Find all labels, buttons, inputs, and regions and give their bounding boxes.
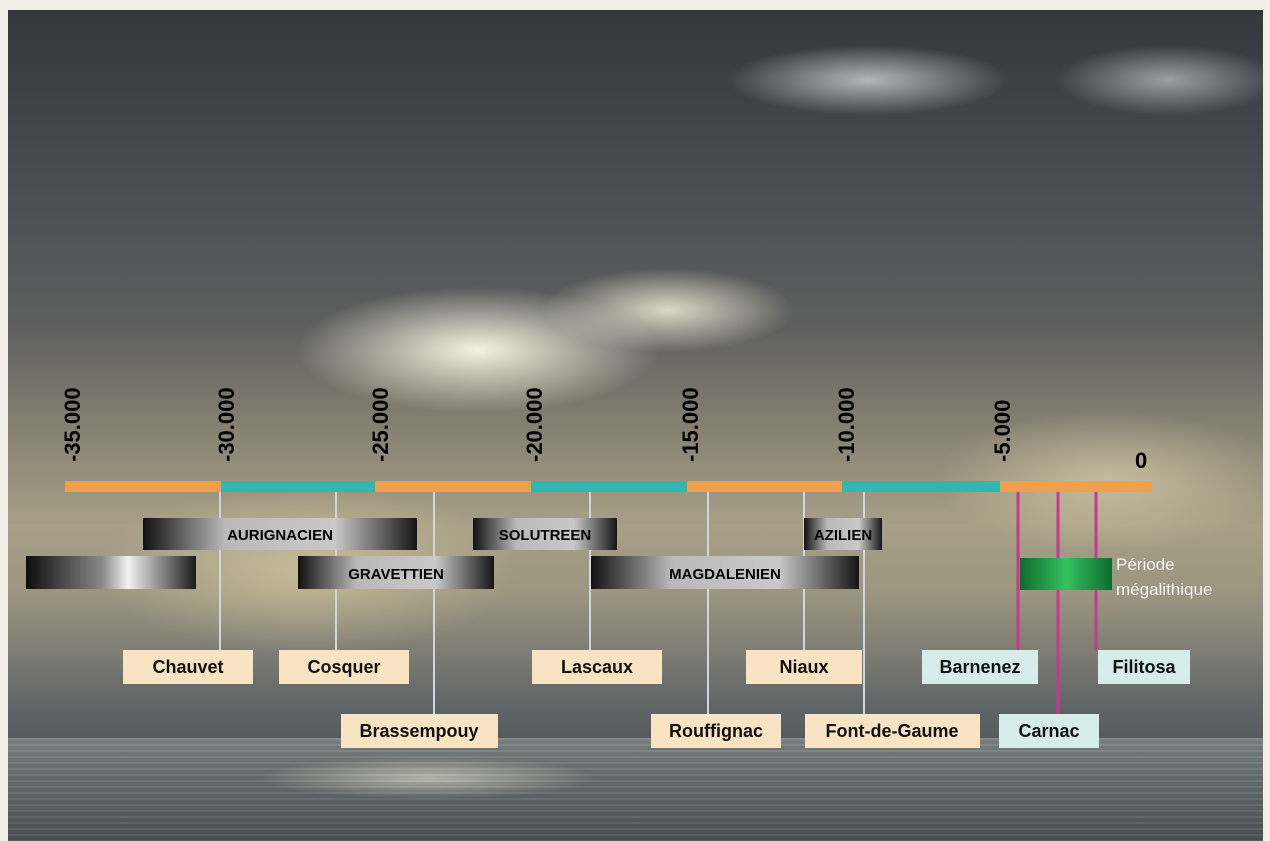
megalithic-bar <box>1020 558 1112 590</box>
period-label-magdalenien: MAGDALENIEN <box>669 566 781 583</box>
axis-segment-orange <box>65 481 221 492</box>
tick-label-minus-25000: -25.000 <box>368 387 393 462</box>
period-bar-magdalenien <box>591 556 859 589</box>
period-bar-aurignacien <box>143 518 417 550</box>
axis-segment-teal <box>531 481 687 492</box>
site-box-chauvet <box>123 650 253 684</box>
period-bar-gravettien <box>298 556 494 589</box>
axis-segment-orange <box>1000 481 1152 492</box>
site-label-rouffignac: Rouffignac <box>669 721 763 741</box>
site-box-niaux <box>746 650 862 684</box>
tick-label-minus-15000: -15.000 <box>678 387 703 462</box>
site-label-chauvet: Chauvet <box>152 657 223 677</box>
site-box-rouffignac <box>651 714 781 748</box>
axis-segment-teal <box>842 481 1000 492</box>
axis-segment-orange <box>375 481 531 492</box>
site-labels: Chauvet Cosquer Lascaux Niaux Barnenez F… <box>123 650 1190 748</box>
culture-periods: AURIGNACIEN SOLUTREEN AZILIEN GRAVETTIEN… <box>26 518 882 589</box>
site-label-filitosa: Filitosa <box>1112 657 1176 677</box>
period-label-azilien: AZILIEN <box>814 527 872 544</box>
site-label-font-de-gaume: Font-de-Gaume <box>826 721 959 741</box>
megalithic-label-line1: Période <box>1116 555 1175 574</box>
period-bar-solutreen <box>473 518 617 550</box>
megalithic-period: Période mégalithique <box>1020 555 1212 599</box>
site-box-font-de-gaume <box>805 714 980 748</box>
site-label-niaux: Niaux <box>779 657 828 677</box>
site-label-carnac: Carnac <box>1018 721 1079 741</box>
tick-label-zero: 0 <box>1135 448 1147 473</box>
tick-label-minus-35000: -35.000 <box>60 387 85 462</box>
tick-label-minus-20000: -20.000 <box>522 387 547 462</box>
period-label-solutreen: SOLUTREEN <box>499 527 592 544</box>
period-label-aurignacien: AURIGNACIEN <box>227 527 333 544</box>
prehistory-timeline: -35.000 -30.000 -25.000 -20.000 -15.000 … <box>26 387 1212 748</box>
site-box-lascaux <box>532 650 662 684</box>
sea-background <box>8 738 1263 841</box>
site-box-carnac <box>999 714 1099 748</box>
tick-labels: -35.000 -30.000 -25.000 -20.000 -15.000 … <box>60 387 1147 473</box>
axis-segment-teal <box>221 481 375 492</box>
tick-label-minus-10000: -10.000 <box>834 387 859 462</box>
site-label-barnenez: Barnenez <box>939 657 1020 677</box>
period-bar-azilien <box>804 518 882 550</box>
period-bar-unnamed <box>26 556 196 589</box>
megalithic-label-line2: mégalithique <box>1116 580 1212 599</box>
site-box-brassempouy <box>341 714 498 748</box>
tick-label-minus-30000: -30.000 <box>214 387 239 462</box>
period-label-gravettien: GRAVETTIEN <box>348 566 444 583</box>
tick-label-minus-5000: -5.000 <box>990 400 1015 462</box>
site-label-lascaux: Lascaux <box>561 657 633 677</box>
site-box-cosquer <box>279 650 409 684</box>
site-box-barnenez <box>922 650 1038 684</box>
site-label-cosquer: Cosquer <box>307 657 380 677</box>
sky-background: -35.000 -30.000 -25.000 -20.000 -15.000 … <box>8 10 1263 841</box>
site-label-brassempouy: Brassempouy <box>359 721 478 741</box>
timeline-axis <box>65 481 1152 492</box>
axis-segment-orange <box>687 481 842 492</box>
site-box-filitosa <box>1098 650 1190 684</box>
